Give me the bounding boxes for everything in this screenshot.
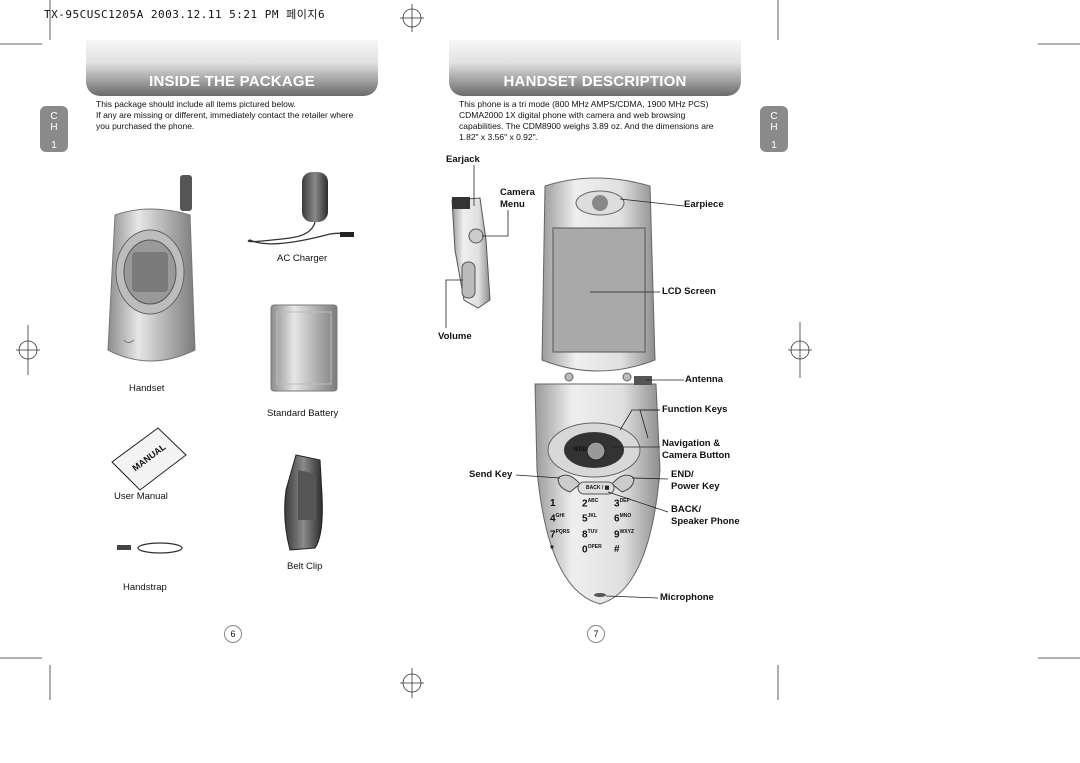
label-back: BACK/	[671, 504, 702, 515]
chapter-tab-number: 1	[771, 140, 777, 151]
label-function-keys: Function Keys	[662, 404, 728, 415]
key-3: 3DEF	[614, 498, 630, 510]
label-camera-button: Camera Button	[662, 450, 731, 461]
label-antenna: Antenna	[685, 374, 723, 385]
key-5: 5JKL	[582, 513, 598, 525]
phone-body-bottom	[534, 376, 661, 605]
manual-illustration: MANUAL	[111, 427, 187, 491]
phone-side-view	[451, 197, 491, 309]
label-lcd-screen: LCD Screen	[662, 286, 716, 297]
chapter-tab-letter-c: C	[770, 111, 778, 122]
intro-text-left: This package should include all items pi…	[96, 99, 386, 132]
label-send-key: Send Key	[469, 469, 513, 480]
key-7: 7PQRS	[550, 528, 570, 540]
label-microphone: Microphone	[660, 592, 714, 603]
label-earpiece: Earpiece	[684, 199, 724, 210]
label-menu: Menu	[500, 199, 525, 210]
back-key-label: BACK / ▩	[586, 485, 610, 491]
label-camera: Camera	[500, 187, 535, 198]
caption-handstrap: Handstrap	[123, 582, 167, 593]
page-number-left: 6	[224, 625, 242, 643]
intro-line: CDMA2000 1X digital phone with camera an…	[459, 110, 686, 120]
section-banner-right: HANDSET DESCRIPTION	[449, 40, 741, 96]
caption-standard-battery: Standard Battery	[267, 408, 339, 419]
intro-line: This package should include all items pi…	[96, 99, 296, 109]
intro-line: If any are missing or different, immedia…	[96, 110, 354, 120]
intro-line: you purchased the phone.	[96, 121, 195, 131]
handset-illustration	[107, 175, 196, 362]
label-end: END/	[671, 469, 694, 480]
leader-lines	[445, 165, 685, 599]
caption-handset: Handset	[129, 383, 165, 394]
intro-line: This phone is a tri mode (800 MHz AMPS/C…	[459, 99, 709, 109]
page-title-right: HANDSET DESCRIPTION	[503, 73, 687, 90]
intro-line: 1.82" x 3.56" x 0.92".	[459, 132, 538, 142]
caption-ac-charger: AC Charger	[277, 253, 328, 264]
label-power-key: Power Key	[671, 481, 720, 492]
key-2: 2ABC	[582, 498, 599, 510]
chapter-tab-left: C H 1	[40, 106, 68, 152]
page-number-right: 7	[587, 625, 605, 643]
label-earjack: Earjack	[446, 154, 480, 165]
key-8: 8TUV	[582, 528, 598, 540]
chapter-tab-letter-h: H	[770, 122, 778, 133]
ac-charger-illustration	[247, 172, 354, 245]
key-star: *	[550, 543, 554, 555]
section-banner-left: INSIDE THE PACKAGE	[86, 40, 378, 96]
caption-belt-clip: Belt Clip	[287, 561, 323, 572]
chapter-tab-letter-h: H	[50, 122, 58, 133]
label-speaker-phone: Speaker Phone	[671, 516, 740, 527]
key-hash: #	[614, 543, 620, 555]
handstrap-illustration	[117, 542, 183, 554]
intro-line: capabilities. The CDM8900 weighs 3.89 oz…	[459, 121, 714, 131]
key-0: 0OPER	[582, 543, 602, 556]
battery-illustration	[270, 304, 338, 392]
key-1: 1	[550, 498, 556, 509]
phone-flip-top	[541, 177, 656, 382]
print-header: TX-95CUSC1205A 2003.12.11 5:21 PM 페이지6	[44, 8, 326, 21]
chapter-tab-number: 1	[51, 140, 57, 151]
web-key-label: WEB	[573, 447, 587, 453]
page-title-left: INSIDE THE PACKAGE	[149, 73, 315, 90]
chapter-tab-right: C H 1	[760, 106, 788, 152]
caption-user-manual: User Manual	[114, 491, 168, 502]
key-4: 4GHI	[550, 513, 565, 525]
intro-text-right: This phone is a tri mode (800 MHz AMPS/C…	[459, 99, 749, 143]
key-6: 6MNO	[614, 513, 632, 525]
label-navigation: Navigation &	[662, 438, 721, 449]
label-volume: Volume	[438, 331, 472, 342]
keypad-grid: 1 2ABC 3DEF 4GHI 5JKL 6MNO 7PQRS 8TUV 9W…	[550, 498, 646, 555]
key-9: 9WXYZ	[614, 528, 635, 540]
belt-clip-illustration	[284, 454, 323, 551]
chapter-tab-letter-c: C	[50, 111, 58, 122]
